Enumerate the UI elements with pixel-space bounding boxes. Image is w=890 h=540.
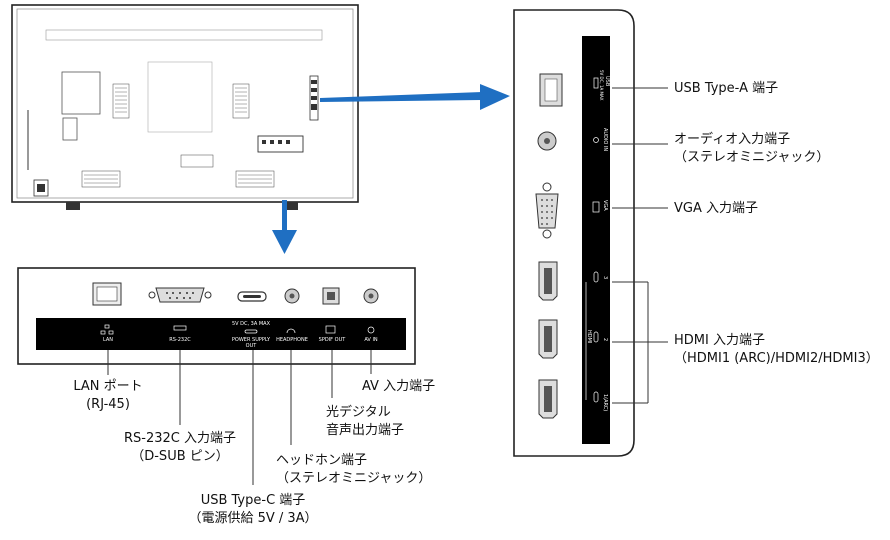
panel-label-usb: USB (604, 76, 610, 87)
panel-label-hdmi-2: 2 (602, 338, 608, 342)
right-panel (513, 9, 668, 457)
label-headphone-2: （ステレオミニジャック） (276, 471, 432, 486)
label-hdmi-2: （HDMI1 (ARC)/HDMI2/HDMI3） (674, 351, 879, 366)
panel-label-usb-c-bottom: POWER SUPPLY OUT (231, 337, 271, 349)
panel-label-av-in: AV IN (364, 337, 378, 343)
label-rs232c-2: （D-SUB ピン） (131, 449, 229, 464)
panel-label-hdmi-3: 3 (602, 276, 608, 280)
panel-label-audio-in: AUDIO IN (602, 128, 608, 152)
panel-label-hdmi: HDMI (586, 330, 592, 344)
label-rs232c-1: RS-232C 入力端子 (124, 431, 236, 446)
label-spdif-2: 音声出力端子 (326, 423, 405, 438)
panel-label-rs232c: RS-232C (169, 337, 191, 343)
panel-label-usb-c-top: 5V DC, 3A MAX (231, 321, 271, 327)
arrow-down (272, 200, 297, 254)
label-audio-in-1: オーディオ入力端子 (674, 132, 791, 147)
label-av-in: AV 入力端子 (362, 379, 436, 394)
arrow-right (320, 84, 510, 110)
label-spdif-1: 光デジタル (326, 405, 391, 420)
label-usb-c-1: USB Type-C 端子 (200, 493, 306, 508)
label-lan-1: LAN ポート (73, 379, 143, 394)
panel-label-headphone: HEADPHONE (276, 337, 308, 343)
panel-label-hdmi-1-arc: 1(ARC) (602, 394, 608, 412)
label-lan-2: (RJ-45) (86, 397, 130, 412)
label-usb-type-a: USB Type-A 端子 (674, 81, 779, 96)
label-audio-in-2: （ステレオミニジャック） (674, 150, 830, 165)
bottom-panel (17, 267, 416, 485)
label-usb-c-2: （電源供給 5V / 3A） (188, 511, 318, 526)
label-vga: VGA 入力端子 (674, 201, 758, 216)
panel-label-vga: VGA (602, 200, 608, 211)
panel-label-spdif: SPDIF OUT (318, 337, 346, 343)
label-headphone-1: ヘッドホン端子 (276, 453, 368, 468)
panel-label-usb-spec: 5V DC, 1A MAX (599, 70, 604, 101)
label-hdmi-1: HDMI 入力端子 (674, 333, 765, 348)
tv-back-illustration (11, 4, 359, 210)
panel-label-lan: LAN (102, 337, 114, 343)
